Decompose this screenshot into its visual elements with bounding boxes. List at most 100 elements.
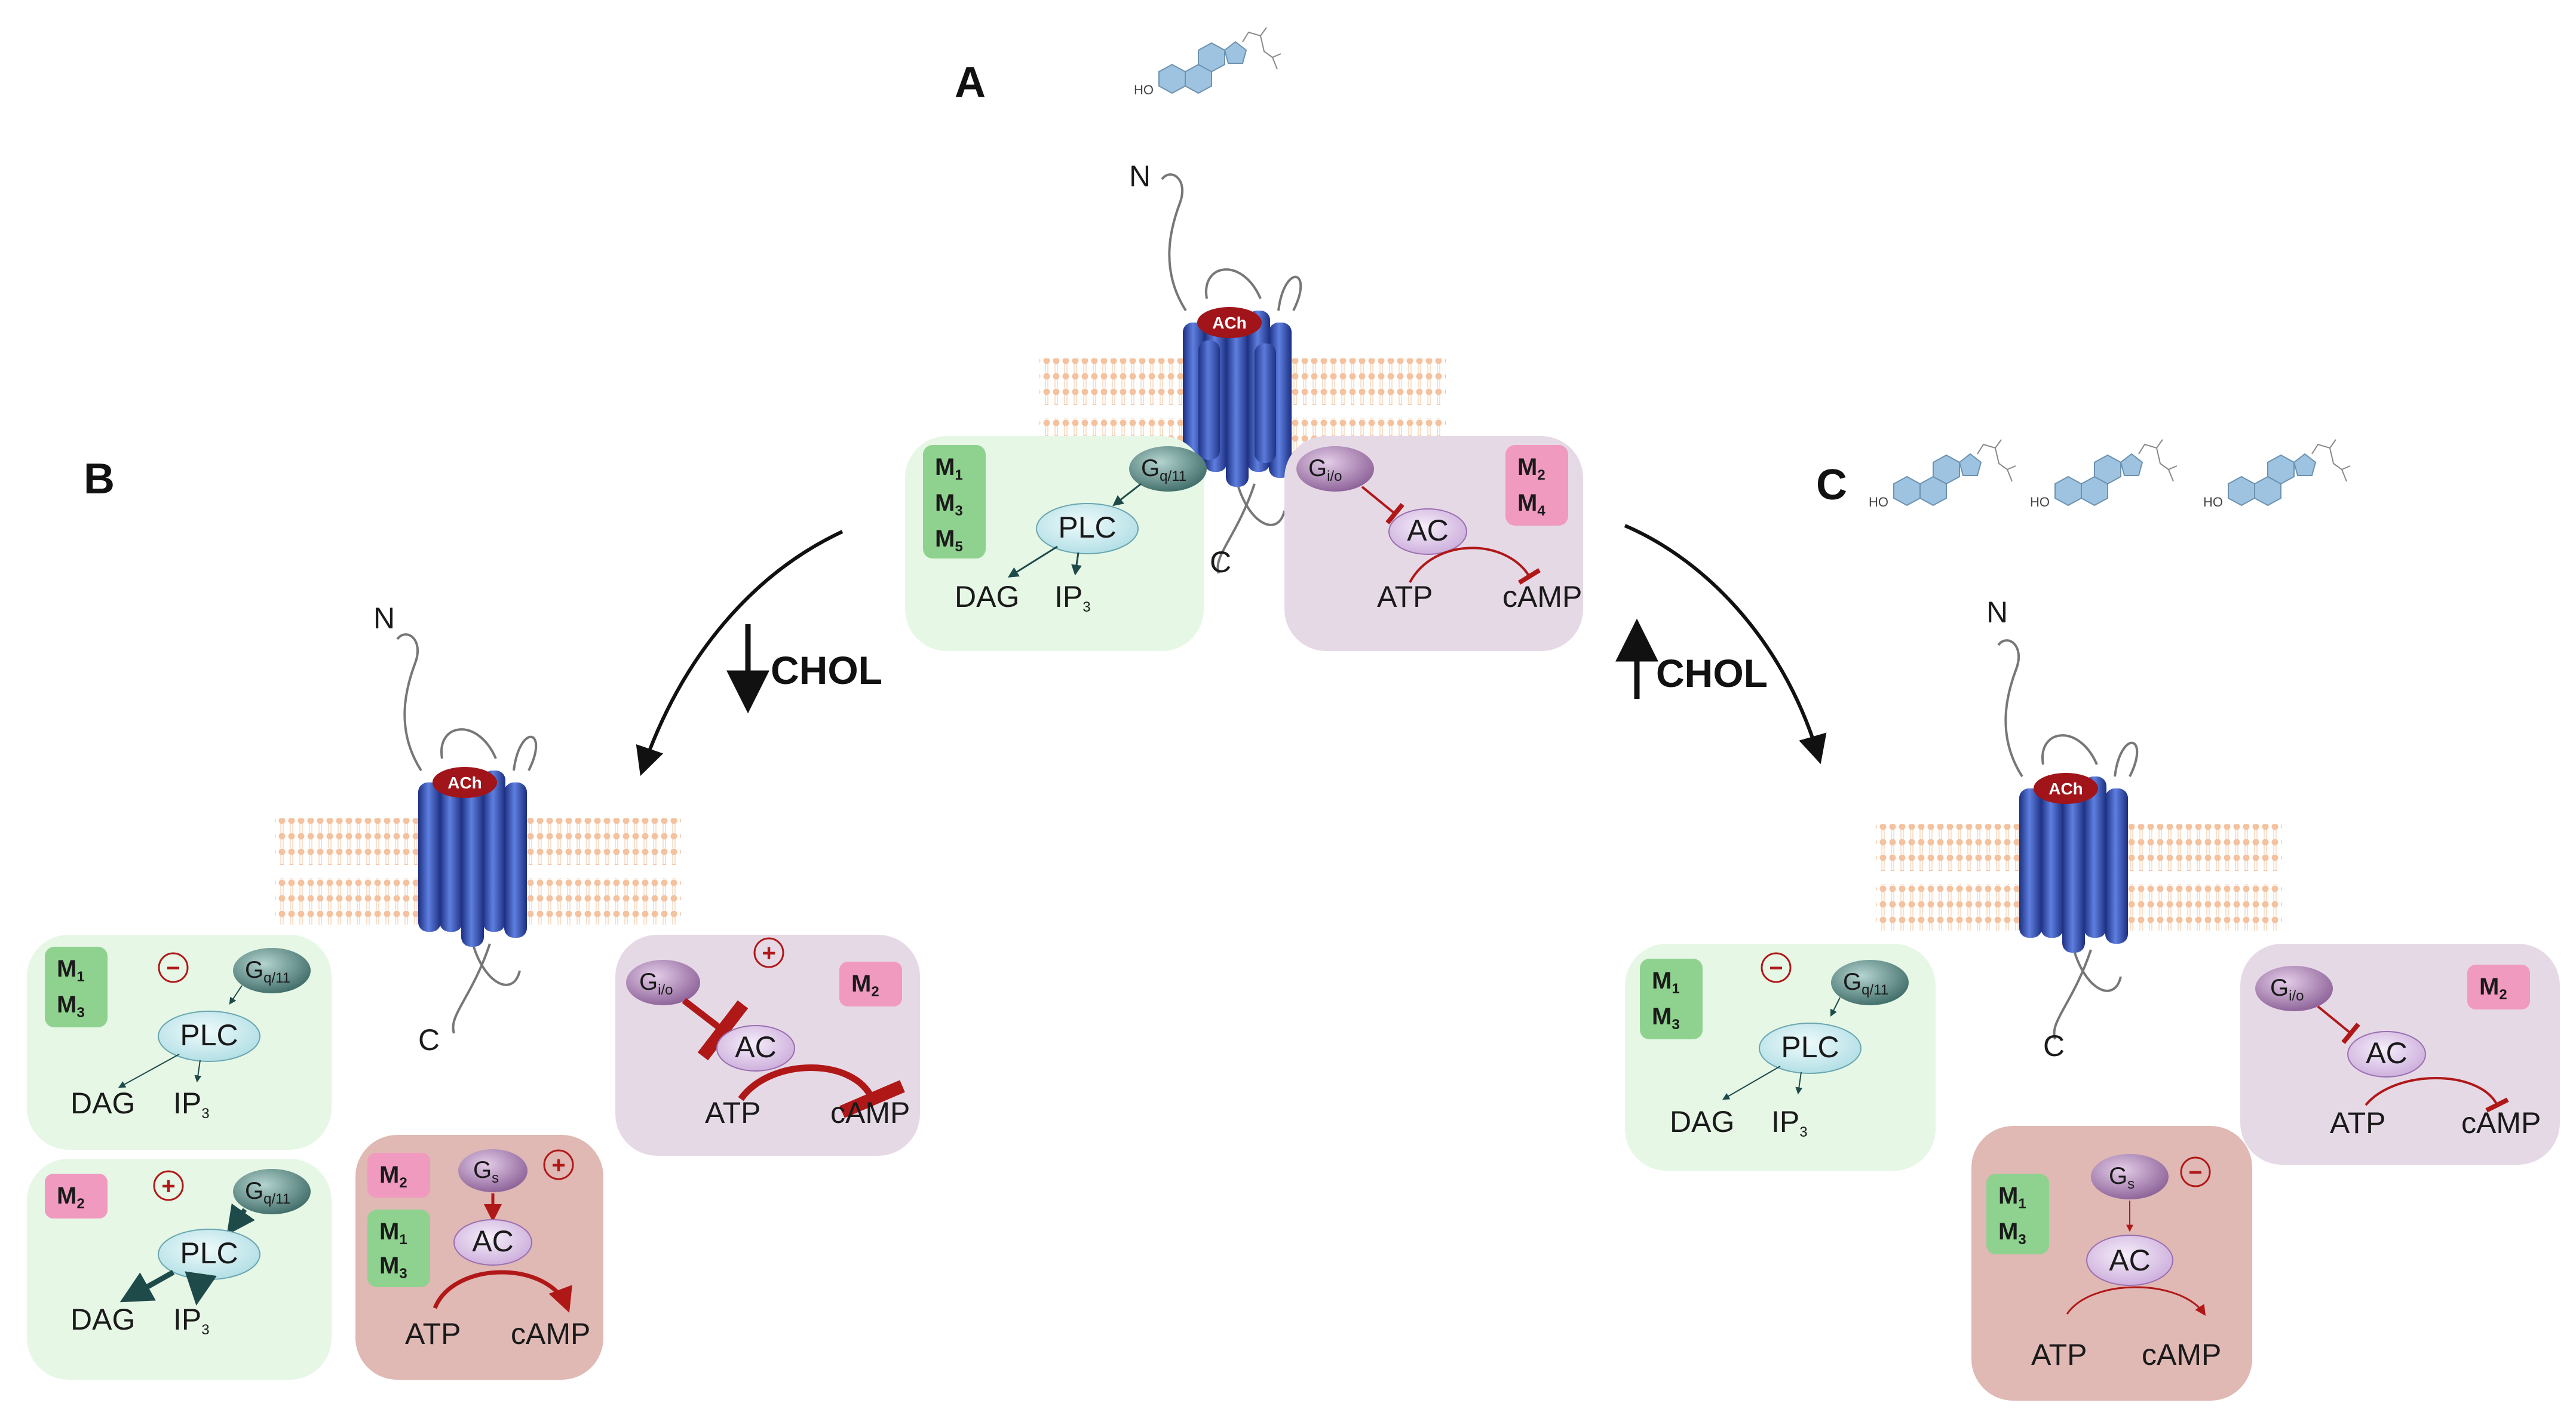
m-badge-m2-c	[2467, 965, 2530, 1009]
svg-text:M1: M1	[935, 454, 963, 483]
minus-sign-c-gq: −	[1769, 955, 1783, 981]
svg-text:Gq/11: Gq/11	[1843, 969, 1888, 998]
svg-text:AC: AC	[735, 1030, 776, 1064]
svg-text:M3: M3	[57, 992, 85, 1021]
ac-enzyme-a	[1388, 508, 1467, 555]
m-badge-m2-m4-a: M2 M4	[1505, 445, 1568, 526]
svg-text:M2: M2	[2479, 974, 2507, 1003]
ach-label-c: ACh	[2048, 779, 2083, 798]
svg-text:Gi/o: Gi/o	[639, 969, 673, 998]
transmembrane-helices	[1183, 311, 1292, 487]
ach-label: ACh	[1212, 314, 1247, 332]
c-terminus-label: C	[1210, 545, 1231, 579]
svg-text:cAMP: cAMP	[511, 1317, 590, 1351]
cholesterol-molecule-icon	[2203, 439, 2351, 510]
svg-text:AC: AC	[472, 1224, 513, 1258]
ach-label-b: ACh	[447, 774, 482, 792]
m-badge-m1-m3-c	[1640, 959, 1703, 1039]
gq-protein-a	[1129, 446, 1207, 492]
m-badge-m1-m3-m5-a: M1 M3 M5	[923, 445, 986, 558]
dag-label-a: DAG	[955, 580, 1019, 613]
svg-text:IP3: IP3	[173, 1086, 210, 1122]
svg-text:Gi/o: Gi/o	[1308, 455, 1342, 484]
svg-text:IP3: IP3	[1771, 1105, 1808, 1140]
arrow-to-panel-b	[636, 530, 844, 776]
svg-text:M2: M2	[1517, 454, 1545, 483]
svg-text:AC: AC	[2109, 1244, 2150, 1277]
cholesterol-molecule-icon	[2029, 439, 2178, 510]
svg-text:cAMP: cAMP	[2142, 1338, 2221, 1371]
svg-text:AC: AC	[2366, 1036, 2407, 1070]
svg-text:M1: M1	[1652, 968, 1680, 997]
svg-text:ATP: ATP	[2031, 1338, 2087, 1371]
plc-enzyme-a	[1036, 503, 1139, 554]
svg-text:M5: M5	[935, 526, 963, 555]
n-terminus-label-c: N	[1986, 596, 2008, 629]
chol-increase-label: CHOL	[1656, 651, 1768, 695]
m-badge-m2-b-gq	[45, 1174, 108, 1219]
n-terminus-chain	[1161, 173, 1187, 312]
chol-increase-indicator: CHOL	[1615, 618, 1768, 699]
ach-ligand	[1197, 307, 1262, 338]
svg-text:IP3: IP3	[173, 1303, 210, 1338]
svg-text:ATP: ATP	[2330, 1106, 2386, 1140]
m-badge-m2-b-gio	[839, 962, 902, 1006]
plc-label-a: PLC	[1058, 511, 1116, 544]
svg-text:cAMP: cAMP	[830, 1096, 910, 1130]
muscarinic-receptor-c: ACh N C	[1876, 596, 2282, 1063]
svg-text:Gi/o: Gi/o	[2270, 975, 2304, 1004]
c-terminus-label-c: C	[2043, 1029, 2065, 1063]
svg-text:Gq/11: Gq/11	[245, 1178, 290, 1207]
svg-text:PLC: PLC	[1781, 1030, 1839, 1064]
svg-text:DAG: DAG	[70, 1303, 135, 1336]
c-terminus-chain	[1216, 480, 1286, 574]
gio-protein-a	[1296, 446, 1374, 492]
svg-text:Gs: Gs	[473, 1157, 499, 1186]
panel-label-a: A	[955, 59, 986, 106]
atp-label-a: ATP	[1377, 580, 1433, 613]
svg-text:Gs: Gs	[2109, 1163, 2135, 1192]
svg-text:PLC: PLC	[180, 1018, 238, 1052]
svg-text:cAMP: cAMP	[2461, 1106, 2541, 1140]
plus-sign-b-gq: +	[161, 1173, 175, 1199]
ac-label-a: AC	[1407, 514, 1448, 547]
svg-text:Gq/11: Gq/11	[245, 957, 290, 986]
muscarinic-receptor-b: ACh N C	[275, 601, 681, 1057]
svg-text:Gq/11: Gq/11	[1141, 455, 1186, 484]
camp-label-a: cAMP	[1502, 580, 1582, 613]
m-badge-m1-m3-b-gs	[367, 1210, 430, 1287]
n-terminus-label: N	[1129, 159, 1151, 193]
svg-text:M4: M4	[1517, 490, 1545, 519]
panel-label-c: C	[1816, 461, 1847, 509]
svg-text:M2: M2	[851, 971, 879, 1000]
chol-decrease-label: CHOL	[771, 648, 882, 692]
svg-text:ATP: ATP	[705, 1096, 761, 1130]
svg-text:M3: M3	[1998, 1219, 2026, 1248]
svg-text:M2: M2	[379, 1162, 407, 1191]
m-badge-m2-b-gs	[367, 1153, 430, 1198]
plus-sign-b-gs: +	[551, 1152, 565, 1178]
arrow-to-panel-c	[1624, 524, 1827, 765]
chol-decrease-indicator: CHOL	[726, 624, 882, 714]
svg-text:M1: M1	[1998, 1183, 2026, 1212]
ip3-label-a: IP3	[1054, 580, 1091, 615]
n-terminus-label-b: N	[373, 601, 395, 635]
svg-text:M2: M2	[57, 1183, 85, 1212]
minus-sign-c-gs: −	[2188, 1159, 2202, 1186]
svg-text:DAG: DAG	[1670, 1105, 1734, 1138]
svg-text:DAG: DAG	[70, 1086, 135, 1120]
cholesterol-molecule-icon	[1868, 439, 2016, 510]
m-badge-m1-m3-c-gs	[1986, 1174, 2049, 1254]
minus-sign-b-gq: −	[166, 955, 180, 981]
plus-sign-b-gio: +	[762, 940, 775, 966]
cholesterol-molecule-icon: HO	[1134, 27, 1281, 97]
m-badge-m1-m3-b: M1 M3	[45, 947, 108, 1027]
hydroxyl-label: HO	[1134, 82, 1154, 97]
svg-text:ATP: ATP	[405, 1317, 461, 1351]
c-terminus-label-b: C	[418, 1023, 440, 1057]
panel-label-b: B	[84, 455, 115, 503]
svg-text:M3: M3	[379, 1253, 407, 1282]
svg-text:PLC: PLC	[180, 1236, 238, 1270]
svg-text:M3: M3	[1652, 1003, 1680, 1033]
